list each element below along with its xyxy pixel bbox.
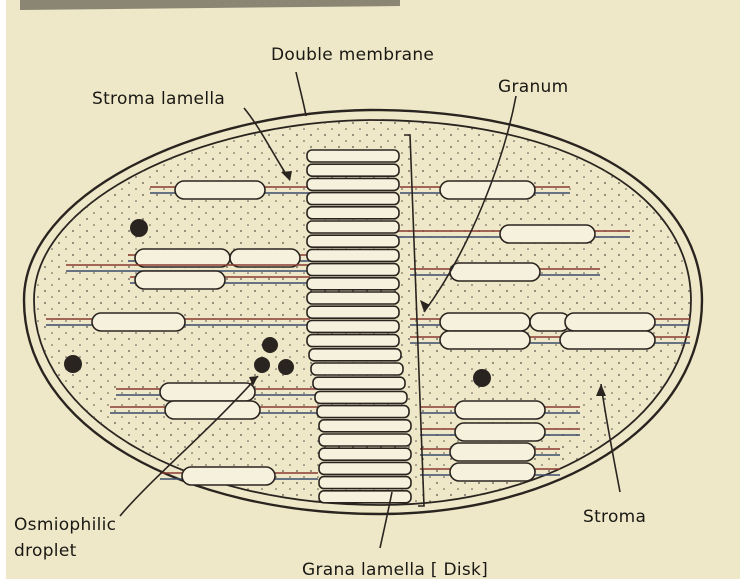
fret-swelling [565, 313, 655, 331]
thylakoid-disc [313, 377, 405, 389]
thylakoid-disc [307, 150, 399, 162]
thylakoid-disc [307, 306, 399, 318]
thylakoid-disc [307, 235, 399, 247]
thylakoid-disc [307, 335, 399, 347]
thylakoid-disc [309, 349, 401, 361]
fret-swelling [92, 313, 185, 331]
thylakoid-disc [319, 420, 411, 432]
droplet [278, 359, 294, 375]
label-stroma: Stroma [583, 507, 646, 527]
fret-swelling [440, 331, 530, 349]
droplet [130, 219, 148, 237]
fret-swelling [500, 225, 595, 243]
granum-stack [307, 150, 411, 503]
thylakoid-disc [319, 491, 411, 503]
fret-swelling [530, 313, 570, 331]
thylakoid-disc [319, 434, 411, 446]
leader-double-membrane [296, 72, 306, 116]
thylakoid-disc [307, 164, 399, 176]
fret-swelling [440, 181, 535, 199]
fret-swelling [450, 263, 540, 281]
thylakoid-disc [315, 391, 407, 403]
thylakoid-disc [307, 264, 399, 276]
thylakoid-disc [319, 462, 411, 474]
label-double-membrane: Double membrane [271, 45, 434, 65]
thylakoid-disc [319, 448, 411, 460]
thylakoid-disc [317, 406, 409, 418]
droplet [473, 369, 491, 387]
fret-swelling [135, 271, 225, 289]
thylakoid-disc [307, 178, 399, 190]
fret-swelling [450, 443, 535, 461]
stroma-lamella [410, 313, 690, 331]
thylakoid-disc [307, 292, 399, 304]
fret-swelling [560, 331, 655, 349]
label-osmiophilic-line2: droplet [14, 541, 77, 561]
thylakoid-disc [307, 193, 399, 205]
fret-swelling [455, 401, 545, 419]
fret-swelling [165, 401, 260, 419]
droplet [64, 355, 82, 373]
label-osmiophilic-line1: Osmiophilic [14, 515, 116, 535]
thylakoid-disc [307, 207, 399, 219]
thylakoid-disc [319, 477, 411, 489]
label-grana-lamella: Grana lamella [ Disk] [302, 560, 488, 579]
fret-swelling [440, 313, 530, 331]
fret-swelling [160, 383, 255, 401]
thylakoid-disc [307, 278, 399, 290]
cropped-heading [20, 0, 400, 10]
droplet [262, 337, 278, 353]
fret-swelling [175, 181, 265, 199]
label-stroma-lamella: Stroma lamella [92, 89, 225, 109]
thylakoid-disc [307, 249, 399, 261]
fret-swelling [455, 423, 545, 441]
thylakoid-disc [311, 363, 403, 375]
label-granum: Granum [498, 77, 569, 97]
thylakoid-disc [307, 221, 399, 233]
fret-swelling [182, 467, 275, 485]
thylakoid-disc [307, 320, 399, 332]
fret-swelling [450, 463, 535, 481]
droplet [254, 357, 270, 373]
